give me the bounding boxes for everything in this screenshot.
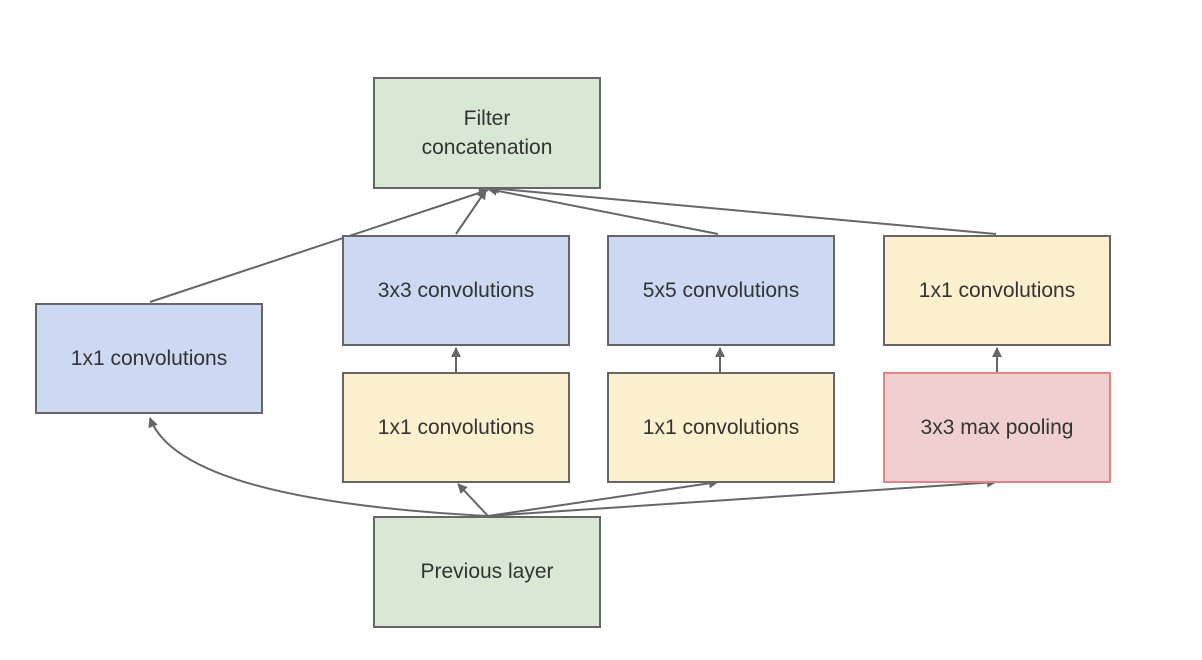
conv-1x1-left-box: 1x1 convolutions (35, 303, 263, 414)
edge-pool-proj-to-concat (489, 183, 997, 235)
edge-conv3x3-to-concat (455, 189, 487, 235)
previous-layer-box: Previous layer (373, 516, 601, 628)
edge-conv5x5-to-concat (487, 185, 719, 235)
edge-prev-to-reduce-3x3 (457, 483, 489, 517)
conv-1x1-reduce-3x3-box: 1x1 convolutions (342, 372, 570, 483)
edge-conv1x1-left-to-concat (149, 188, 489, 303)
conv-1x1-pool-proj-box: 1x1 convolutions (883, 235, 1111, 346)
filter-concatenation-box: Filter concatenation (373, 77, 601, 189)
edge-prev-to-max-pool (487, 477, 997, 517)
conv-3x3-box: 3x3 convolutions (342, 235, 570, 346)
max-pooling-box: 3x3 max pooling (883, 372, 1111, 483)
conv-1x1-reduce-5x5-box: 1x1 convolutions (607, 372, 835, 483)
edge-prev-to-reduce-5x5 (487, 478, 719, 517)
edge-prev-to-conv1x1-left (148, 417, 489, 517)
conv-5x5-box: 5x5 convolutions (607, 235, 835, 346)
